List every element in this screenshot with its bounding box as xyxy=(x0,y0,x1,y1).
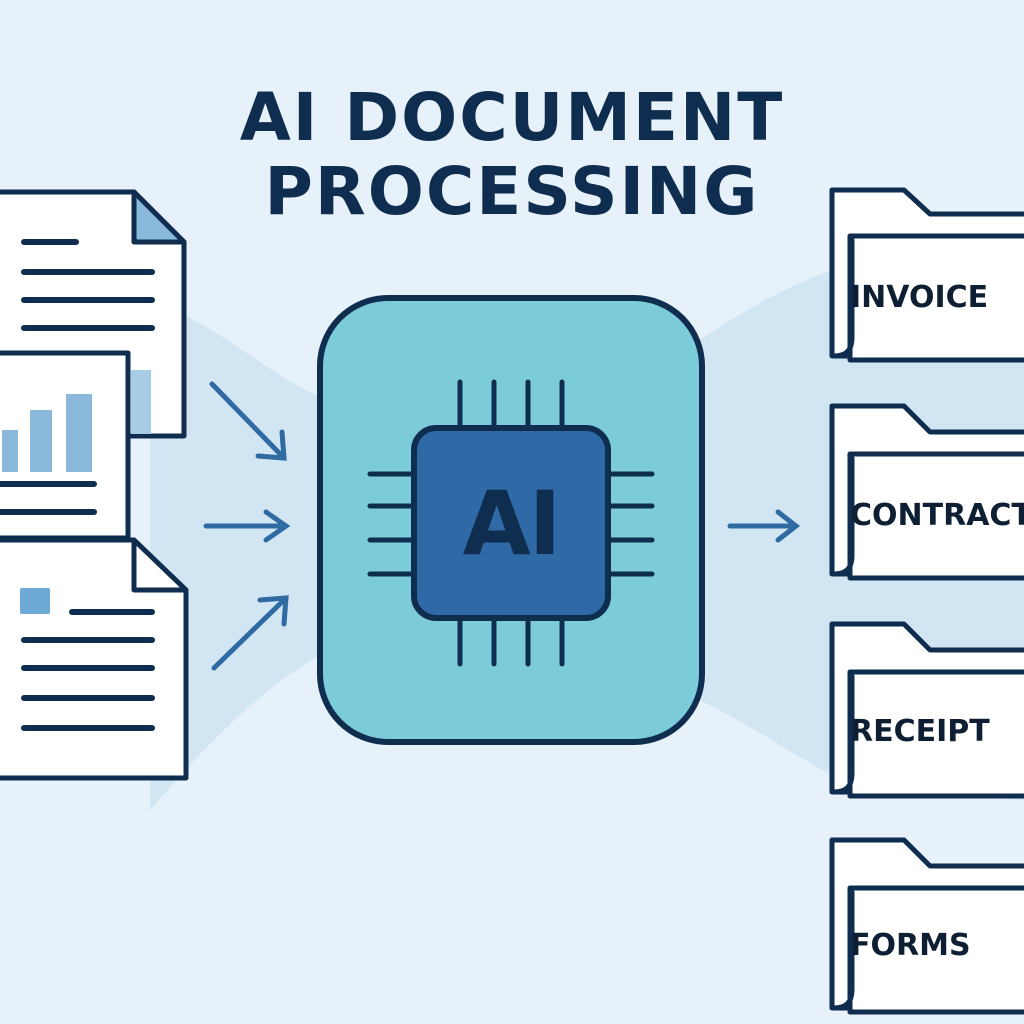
input-arrow-middle xyxy=(203,509,291,543)
bar-chart-document-icon xyxy=(0,350,151,541)
folder-icon-receipt xyxy=(829,621,1024,799)
ai-label: AI xyxy=(462,471,562,575)
chip-icon xyxy=(367,379,655,667)
folder-label-invoice: INVOICE xyxy=(850,280,989,315)
form-document-icon xyxy=(0,537,189,781)
folder-icon-invoice xyxy=(829,187,1024,363)
diagram-title-line-1: AI DOCUMENT xyxy=(239,79,785,156)
folder-icon-contract xyxy=(829,403,1024,581)
folder-label-forms: FORMS xyxy=(850,928,971,963)
folder-icon-forms xyxy=(829,837,1024,1015)
folder-label-contract: CONTRACT xyxy=(850,498,1024,533)
input-arrow-bottom xyxy=(211,595,289,671)
output-arrow xyxy=(727,509,801,543)
input-flow-band xyxy=(150,300,330,810)
diagram-title-line-2: PROCESSING xyxy=(264,153,760,230)
input-arrow-top xyxy=(209,381,287,461)
folder-label-receipt: RECEIPT xyxy=(850,714,990,749)
